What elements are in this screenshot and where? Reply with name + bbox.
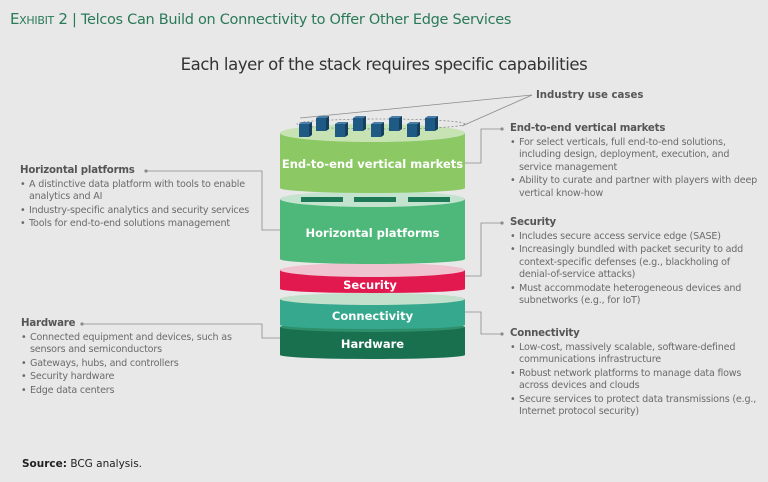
callout-item: Edge data centers bbox=[21, 385, 256, 398]
layer-vertical-body bbox=[280, 133, 465, 188]
callout-hardware: Hardware Connected equipment and devices… bbox=[21, 318, 256, 398]
connector-dot bbox=[144, 169, 148, 173]
layer-security-label: Security bbox=[343, 278, 397, 292]
callout-title: End-to-end vertical markets bbox=[510, 123, 666, 134]
callout-title: Horizontal platforms bbox=[20, 165, 135, 176]
callout-vertical-markets: End-to-end vertical markets For select v… bbox=[510, 123, 760, 201]
callout-item: Security hardware bbox=[21, 371, 256, 384]
connector-hardware bbox=[82, 323, 280, 339]
cube-icon bbox=[353, 116, 366, 131]
connector-security bbox=[465, 222, 502, 277]
callout-horizontal-platforms: Horizontal platforms A distinctive data … bbox=[20, 165, 255, 232]
callout-security: Security Includes secure access service … bbox=[510, 217, 760, 309]
platform-block bbox=[354, 197, 396, 202]
industry-cubes bbox=[299, 116, 438, 137]
exhibit-title: Exhibit 2 | Telcos Can Build on Connecti… bbox=[10, 10, 511, 28]
callout-title: Hardware bbox=[21, 318, 76, 329]
callout-item: Increasingly bundled with packet securit… bbox=[510, 244, 760, 282]
cube-icon bbox=[335, 122, 348, 137]
layer-horizontal-label: Horizontal platforms bbox=[306, 226, 440, 240]
layer-vertical-label: End-to-end vertical markets bbox=[282, 157, 463, 171]
layer-hardware-bottom bbox=[280, 351, 465, 359]
callout-item: Connected equipment and devices, such as… bbox=[21, 332, 256, 357]
connector-lines bbox=[82, 94, 533, 339]
callout-title: Connectivity bbox=[510, 328, 580, 339]
layer-connectivity-bottom bbox=[280, 321, 465, 329]
callout-item: For select verticals, full end-to-end so… bbox=[510, 137, 760, 175]
connector-industry-lower bbox=[461, 94, 533, 127]
exhibit-heading: Telcos Can Build on Connectivity to Offe… bbox=[80, 12, 512, 28]
layer-vertical-bottom bbox=[280, 183, 465, 193]
title-separator: | bbox=[67, 12, 81, 28]
platform-block bbox=[408, 197, 450, 202]
diagram-subtitle: Each layer of the stack requires specifi… bbox=[180, 55, 588, 74]
callout-item: Robust network platforms to manage data … bbox=[510, 368, 760, 393]
callout-item: A distinctive data platform with tools t… bbox=[20, 179, 255, 204]
callout-item: Industry-specific analytics and security… bbox=[20, 205, 255, 218]
layer-connectivity-top bbox=[280, 293, 465, 305]
layer-security: Security bbox=[280, 263, 465, 293]
cube-icon bbox=[389, 116, 402, 131]
cube-icon bbox=[407, 122, 420, 137]
cube-icon bbox=[299, 122, 312, 137]
layer-horizontal-body bbox=[280, 199, 465, 259]
connector-horizontal-platforms bbox=[146, 170, 280, 231]
exhibit-label: Exhibit 2 bbox=[10, 10, 68, 28]
platform-block bbox=[301, 197, 343, 202]
connector-connectivity bbox=[465, 311, 502, 335]
layer-hardware-label: Hardware bbox=[341, 337, 404, 351]
callout-item: Must accommodate heterogeneous devices a… bbox=[510, 283, 760, 308]
callout-item: Ability to curate and partner with playe… bbox=[510, 175, 760, 200]
connector-vertical-markets bbox=[465, 128, 502, 164]
callout-item: Includes secure access service edge (SAS… bbox=[510, 231, 760, 244]
industry-use-cases-label: Industry use cases bbox=[536, 90, 643, 101]
connector-dot bbox=[500, 221, 504, 225]
layer-security-top bbox=[280, 263, 465, 277]
callout-item: Low-cost, massively scalable, software-d… bbox=[510, 342, 760, 367]
callout-item: Tools for end-to-end solutions managemen… bbox=[20, 218, 255, 231]
cube-icon bbox=[425, 116, 438, 131]
source-text: BCG analysis. bbox=[70, 458, 143, 470]
layer-connectivity: Connectivity bbox=[280, 293, 465, 329]
source-label: Source: bbox=[22, 458, 67, 470]
source-note: Source: BCG analysis. bbox=[22, 458, 142, 470]
layer-horizontal-bottom bbox=[280, 254, 465, 264]
connector-dot bbox=[500, 127, 504, 131]
layer-connectivity-label: Connectivity bbox=[332, 309, 414, 323]
cube-icon bbox=[371, 122, 384, 137]
callout-item: Gateways, hubs, and controllers bbox=[21, 358, 256, 371]
cube-icon bbox=[316, 116, 329, 131]
callout-item: Secure services to protect data transmis… bbox=[510, 394, 760, 419]
callout-connectivity: Connectivity Low-cost, massively scalabl… bbox=[510, 328, 760, 420]
connector-dot bbox=[80, 322, 84, 326]
callout-title: Security bbox=[510, 217, 556, 228]
connector-industry-upper bbox=[299, 94, 533, 119]
connector-dot bbox=[500, 332, 504, 336]
layer-horizontal-platforms: Horizontal platforms bbox=[280, 191, 465, 264]
layer-security-bottom bbox=[280, 285, 465, 293]
